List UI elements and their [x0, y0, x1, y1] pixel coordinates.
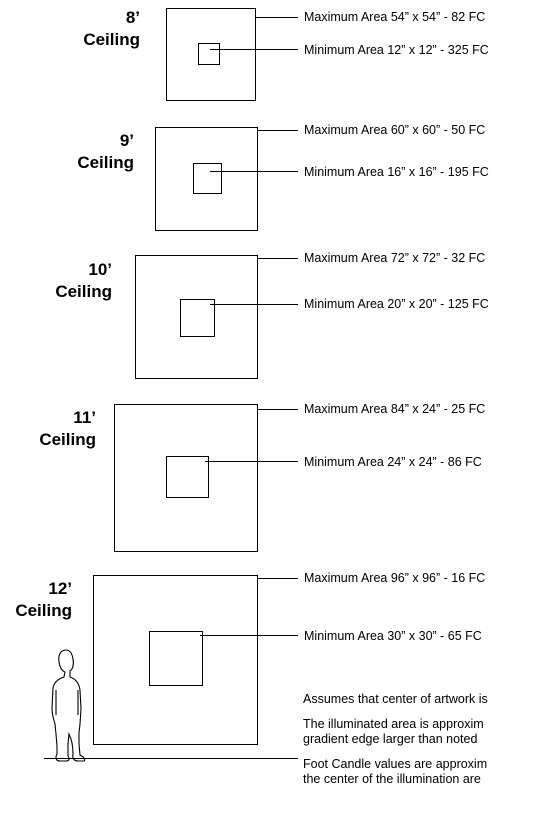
- ceiling-label-8: 8’ Ceiling: [60, 7, 140, 51]
- note-illuminated-line2: gradient edge larger than noted: [303, 732, 478, 746]
- min-area-box-11: [166, 456, 209, 498]
- ceiling-height: 9’: [119, 131, 134, 150]
- note-footcandle-line1: Foot Candle values are approxim: [303, 757, 488, 771]
- max-area-label-9: Maximum Area 60” x 60” - 50 FC: [304, 123, 486, 137]
- max-area-box-8: [166, 8, 256, 101]
- min-area-label-10: Minimum Area 20” x 20” - 125 FC: [304, 297, 489, 311]
- min-area-label-11: Minimum Area 24” x 24” - 86 FC: [304, 455, 482, 469]
- ceiling-label-9: 9’ Ceiling: [54, 130, 134, 174]
- ceiling-word: Ceiling: [77, 153, 134, 172]
- max-area-label-12: Maximum Area 96” x 96” - 16 FC: [304, 571, 486, 585]
- note-illuminated-line1: The illuminated area is approxim: [303, 717, 484, 731]
- min-area-box-10: [180, 299, 215, 337]
- max-area-box-12: [93, 575, 258, 745]
- ceiling-label-10: 10’ Ceiling: [32, 259, 112, 303]
- ceiling-word: Ceiling: [83, 30, 140, 49]
- ceiling-height: 12’: [48, 579, 72, 598]
- ceiling-height: 10’: [88, 260, 112, 279]
- max-area-label-8: Maximum Area 54” x 54” - 82 FC: [304, 10, 486, 24]
- min-area-box-12: [149, 631, 203, 686]
- max-area-box-11: [114, 404, 258, 552]
- min-area-label-9: Minimum Area 16” x 16” - 195 FC: [304, 165, 489, 179]
- ceiling-label-12: 12’ Ceiling: [0, 578, 72, 622]
- ceiling-word: Ceiling: [39, 430, 96, 449]
- person-silhouette: [51, 649, 86, 762]
- min-area-box-8: [198, 43, 220, 65]
- ceiling-label-11: 11’ Ceiling: [16, 407, 96, 451]
- ceiling-word: Ceiling: [15, 601, 72, 620]
- min-area-label-12: Minimum Area 30” x 30” - 65 FC: [304, 629, 482, 643]
- note-assumes: Assumes that center of artwork is: [303, 692, 488, 706]
- max-area-label-11: Maximum Area 84” x 24” - 25 FC: [304, 402, 486, 416]
- max-area-label-10: Maximum Area 72” x 72” - 32 FC: [304, 251, 486, 265]
- min-area-label-8: Minimum Area 12” x 12” - 325 FC: [304, 43, 489, 57]
- min-area-box-9: [193, 163, 222, 194]
- max-area-box-10: [135, 255, 258, 379]
- max-area-box-9: [155, 127, 258, 231]
- ceiling-word: Ceiling: [55, 282, 112, 301]
- note-footcandle-line2: the center of the illumination are: [303, 772, 481, 786]
- ceiling-height: 11’: [73, 408, 96, 427]
- ceiling-height: 8’: [125, 8, 140, 27]
